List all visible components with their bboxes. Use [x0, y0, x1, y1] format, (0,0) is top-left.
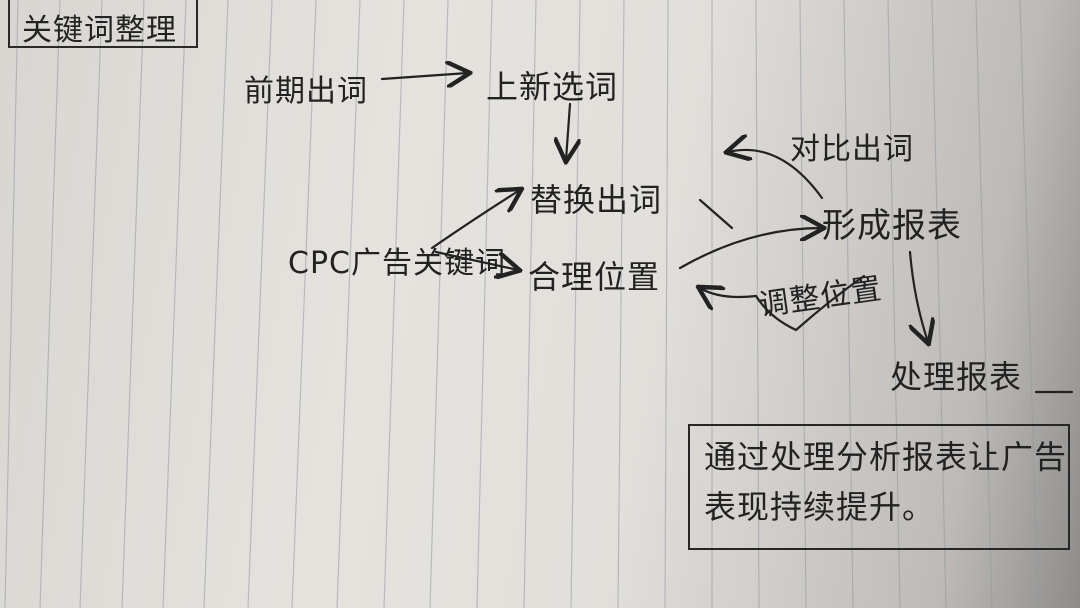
node-new-keywords: 上新选词: [486, 68, 619, 106]
arrow-adjust-to-position: [700, 274, 866, 332]
summary-line-2: 表现持续提升。: [704, 488, 936, 526]
node-compare-keywords: 对比出词: [790, 132, 914, 167]
summary-line-1: 通过处理分析报表让广告: [704, 438, 1068, 476]
arrow-report-to-process: [910, 250, 928, 342]
arrow-cpc-to-position: [434, 250, 518, 270]
arrow-cpc-to-replace: [430, 190, 520, 250]
node-previous-keywords: 前期出词: [244, 74, 368, 109]
arrow-previous-to-new: [380, 73, 468, 79]
node-form-report: 形成报表: [822, 206, 962, 246]
arrow-replace-to-report: [698, 198, 734, 230]
page-title: 关键词整理: [22, 13, 177, 48]
arrow-new-to-replace: [566, 102, 570, 160]
node-process-report: 处理报表: [890, 358, 1023, 396]
summary-box: [688, 424, 1070, 550]
arrow-report-to-compare-loop: [728, 150, 824, 200]
node-replace-keywords: 替换出词: [530, 181, 663, 219]
arrow-position-to-report: [678, 228, 822, 270]
node-reasonable-position: 合理位置: [528, 258, 661, 296]
title-box: [8, 0, 198, 48]
node-cpc-ad-keywords: CPC广告关键词: [288, 246, 506, 281]
